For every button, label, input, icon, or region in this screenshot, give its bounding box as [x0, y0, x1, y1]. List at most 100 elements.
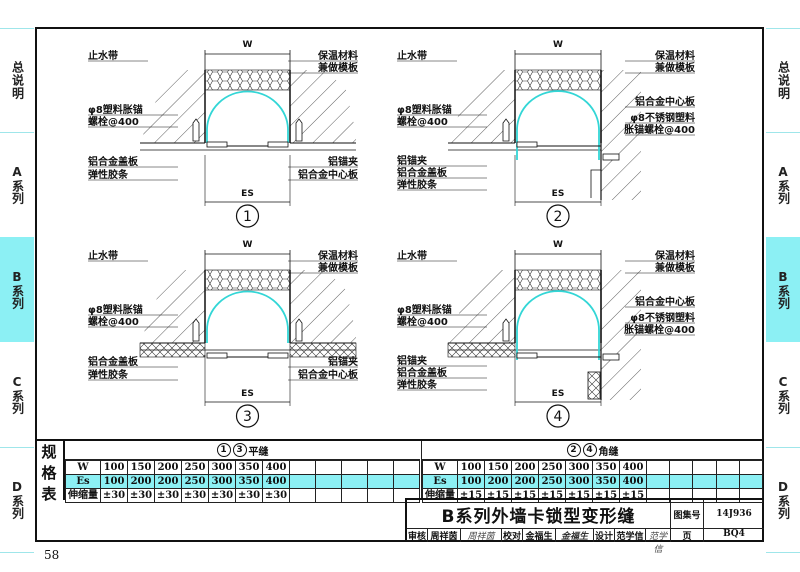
- spec-empty-cell: [315, 488, 342, 503]
- spec-cell: 100: [100, 474, 128, 489]
- spec-empty-cell: [645, 460, 671, 475]
- detail-number: 3: [243, 409, 252, 425]
- spec-cell: 200: [154, 460, 182, 475]
- spec-group-title: 2 4 角缝: [422, 441, 763, 460]
- check-label: 校对: [502, 529, 523, 542]
- spec-cell: 300: [208, 474, 236, 489]
- callout-label-right: 铝合金中心板: [298, 368, 359, 381]
- review-name: 周祥茵: [428, 529, 461, 542]
- callout-label-left: 止水带: [397, 49, 427, 62]
- callout-label-right: φ8不锈钢塑料: [630, 311, 695, 324]
- spec-cell: 250: [181, 460, 209, 475]
- dimension-w-label: W: [553, 240, 563, 250]
- callout-label-left: 止水带: [88, 249, 118, 262]
- spec-row-label: Es: [65, 474, 101, 489]
- spec-cell: 400: [262, 460, 290, 475]
- detail-number-circle: [235, 404, 260, 428]
- cover-plate-left: [206, 352, 228, 359]
- sidebar-tab-general[interactable]: 总说明: [0, 28, 34, 132]
- spec-empty-cell: [341, 474, 368, 489]
- spec-label-char: 格: [41, 464, 57, 482]
- callout-label-right: 铝合金中心板: [635, 295, 696, 308]
- callout-label-left: 止水带: [88, 49, 118, 62]
- spec-cell: ±30: [262, 488, 290, 503]
- spec-group-title: 1 3 平缝: [65, 441, 420, 460]
- callout-label-right: 保温材料: [654, 49, 695, 62]
- spec-cell: 200: [511, 460, 539, 475]
- insulation-formwork: [204, 69, 291, 91]
- spec-label-char: 表: [41, 485, 57, 503]
- spec-group-name: 平缝: [248, 446, 269, 458]
- concrete-wall-left: [448, 270, 515, 343]
- tab-letter: C: [12, 375, 22, 389]
- page-label: 页: [671, 529, 704, 542]
- callout-label-left: 螺栓@400: [88, 115, 139, 128]
- divider: [0, 552, 34, 553]
- dimension-es-label: ES: [241, 389, 254, 399]
- callout-label-right: 兼做模板: [655, 261, 696, 274]
- detail-1: WES1止水带φ8塑料胀锚螺栓@400铝合金盖板弹性胶条保温材料兼做模板铝锚夹铝…: [88, 40, 359, 228]
- tab-letter: D: [778, 480, 788, 494]
- spec-empty-cell: [289, 488, 316, 503]
- check-name: 金福生: [523, 529, 556, 542]
- callout-label-right: 保温材料: [654, 249, 695, 262]
- tab-letter: B: [778, 270, 788, 284]
- spec-empty-cell: [393, 460, 420, 475]
- dimension-es-label: ES: [552, 189, 565, 199]
- callout-label-right: 胀锚螺栓@400: [624, 123, 695, 136]
- callout-label-right: 铝锚夹: [328, 155, 358, 168]
- spec-cell: 300: [565, 460, 593, 475]
- callout-label-left: φ8塑料胀锚: [88, 103, 143, 116]
- spec-cell: 200: [154, 474, 182, 489]
- sidebar-tab-general[interactable]: 总说明: [766, 28, 800, 132]
- divider: [0, 28, 34, 29]
- spec-empty-cell: [669, 474, 694, 489]
- tab-letter: B: [12, 270, 22, 284]
- dimension-es-label: ES: [552, 389, 565, 399]
- waterstop: [206, 290, 289, 343]
- review-label: 审核: [407, 529, 428, 542]
- spec-row-stretch: 伸缩量±30±30±30±30±30±30±30: [65, 488, 420, 503]
- spec-cell: 300: [208, 460, 236, 475]
- detail-ref-circle: 3: [232, 443, 247, 457]
- callout-label-right: 保温材料: [317, 249, 358, 262]
- spec-cell: 250: [181, 474, 209, 489]
- spec-row-label: Es: [422, 474, 458, 489]
- insulation-formwork: [204, 269, 291, 291]
- spec-cell: 350: [592, 474, 620, 489]
- tab-label: 总说明: [776, 60, 791, 100]
- cover-plate-right: [267, 141, 289, 148]
- external-insulation: [289, 342, 357, 358]
- spec-cell: 250: [538, 474, 566, 489]
- spec-cell: ±30: [208, 488, 236, 503]
- callout-label-left: 铝锚夹: [397, 154, 427, 167]
- callout-label-left: 铝合金盖板: [88, 355, 139, 368]
- callout-label-right: 兼做模板: [318, 261, 359, 274]
- spec-label-char: 规: [41, 443, 57, 461]
- spec-cell: 300: [565, 474, 593, 489]
- divider: [766, 552, 800, 553]
- spec-empty-cell: [367, 474, 394, 489]
- waterstop: [206, 90, 289, 143]
- concrete-wall-right: [290, 70, 356, 143]
- detail-number-circle: [546, 204, 570, 228]
- tab-label: 系列: [776, 495, 791, 519]
- callout-label-left: φ8塑料胀锚: [397, 103, 452, 116]
- spec-row-label: W: [65, 460, 101, 475]
- callout-label-right: 兼做模板: [318, 61, 359, 74]
- detail-ref-circle: 2: [566, 443, 581, 457]
